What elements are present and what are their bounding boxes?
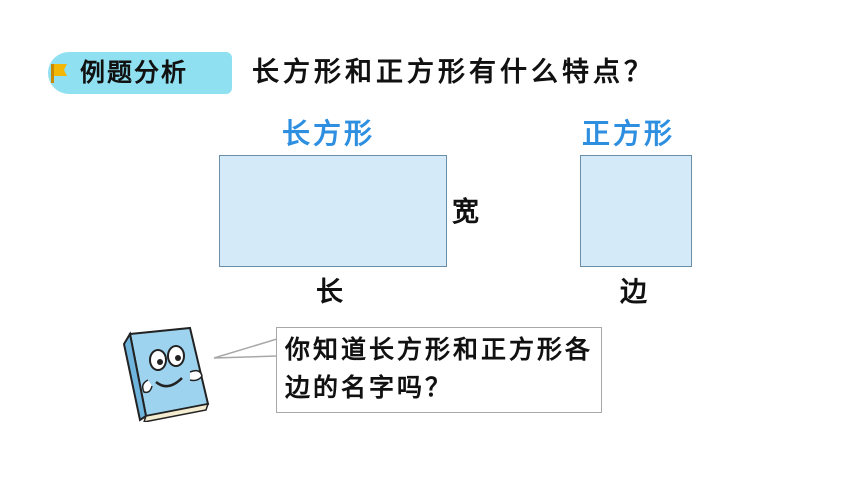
question-text: 长方形和正方形有什么特点？ [252, 57, 655, 88]
speech-bubble: 你知道长方形和正方形各边的名字吗？ [276, 327, 602, 413]
tag-label: 例题分析 [80, 58, 189, 87]
rectangle-width-label: 宽 [452, 197, 479, 228]
square-title: 正方形 [582, 117, 676, 150]
square-shape [580, 155, 692, 267]
rectangle-length-label: 长 [316, 277, 343, 308]
book-mascot-icon [122, 326, 210, 422]
flag-icon [51, 64, 67, 83]
speech-bubble-tail [213, 338, 278, 359]
speech-bubble-text: 你知道长方形和正方形各边的名字吗？ [285, 335, 594, 402]
rectangle-title: 长方形 [282, 117, 376, 150]
tag-background [48, 52, 232, 94]
square-side-label: 边 [620, 277, 647, 308]
rectangle-shape [219, 155, 447, 267]
example-analysis-tag: 例题分析 [48, 52, 232, 94]
